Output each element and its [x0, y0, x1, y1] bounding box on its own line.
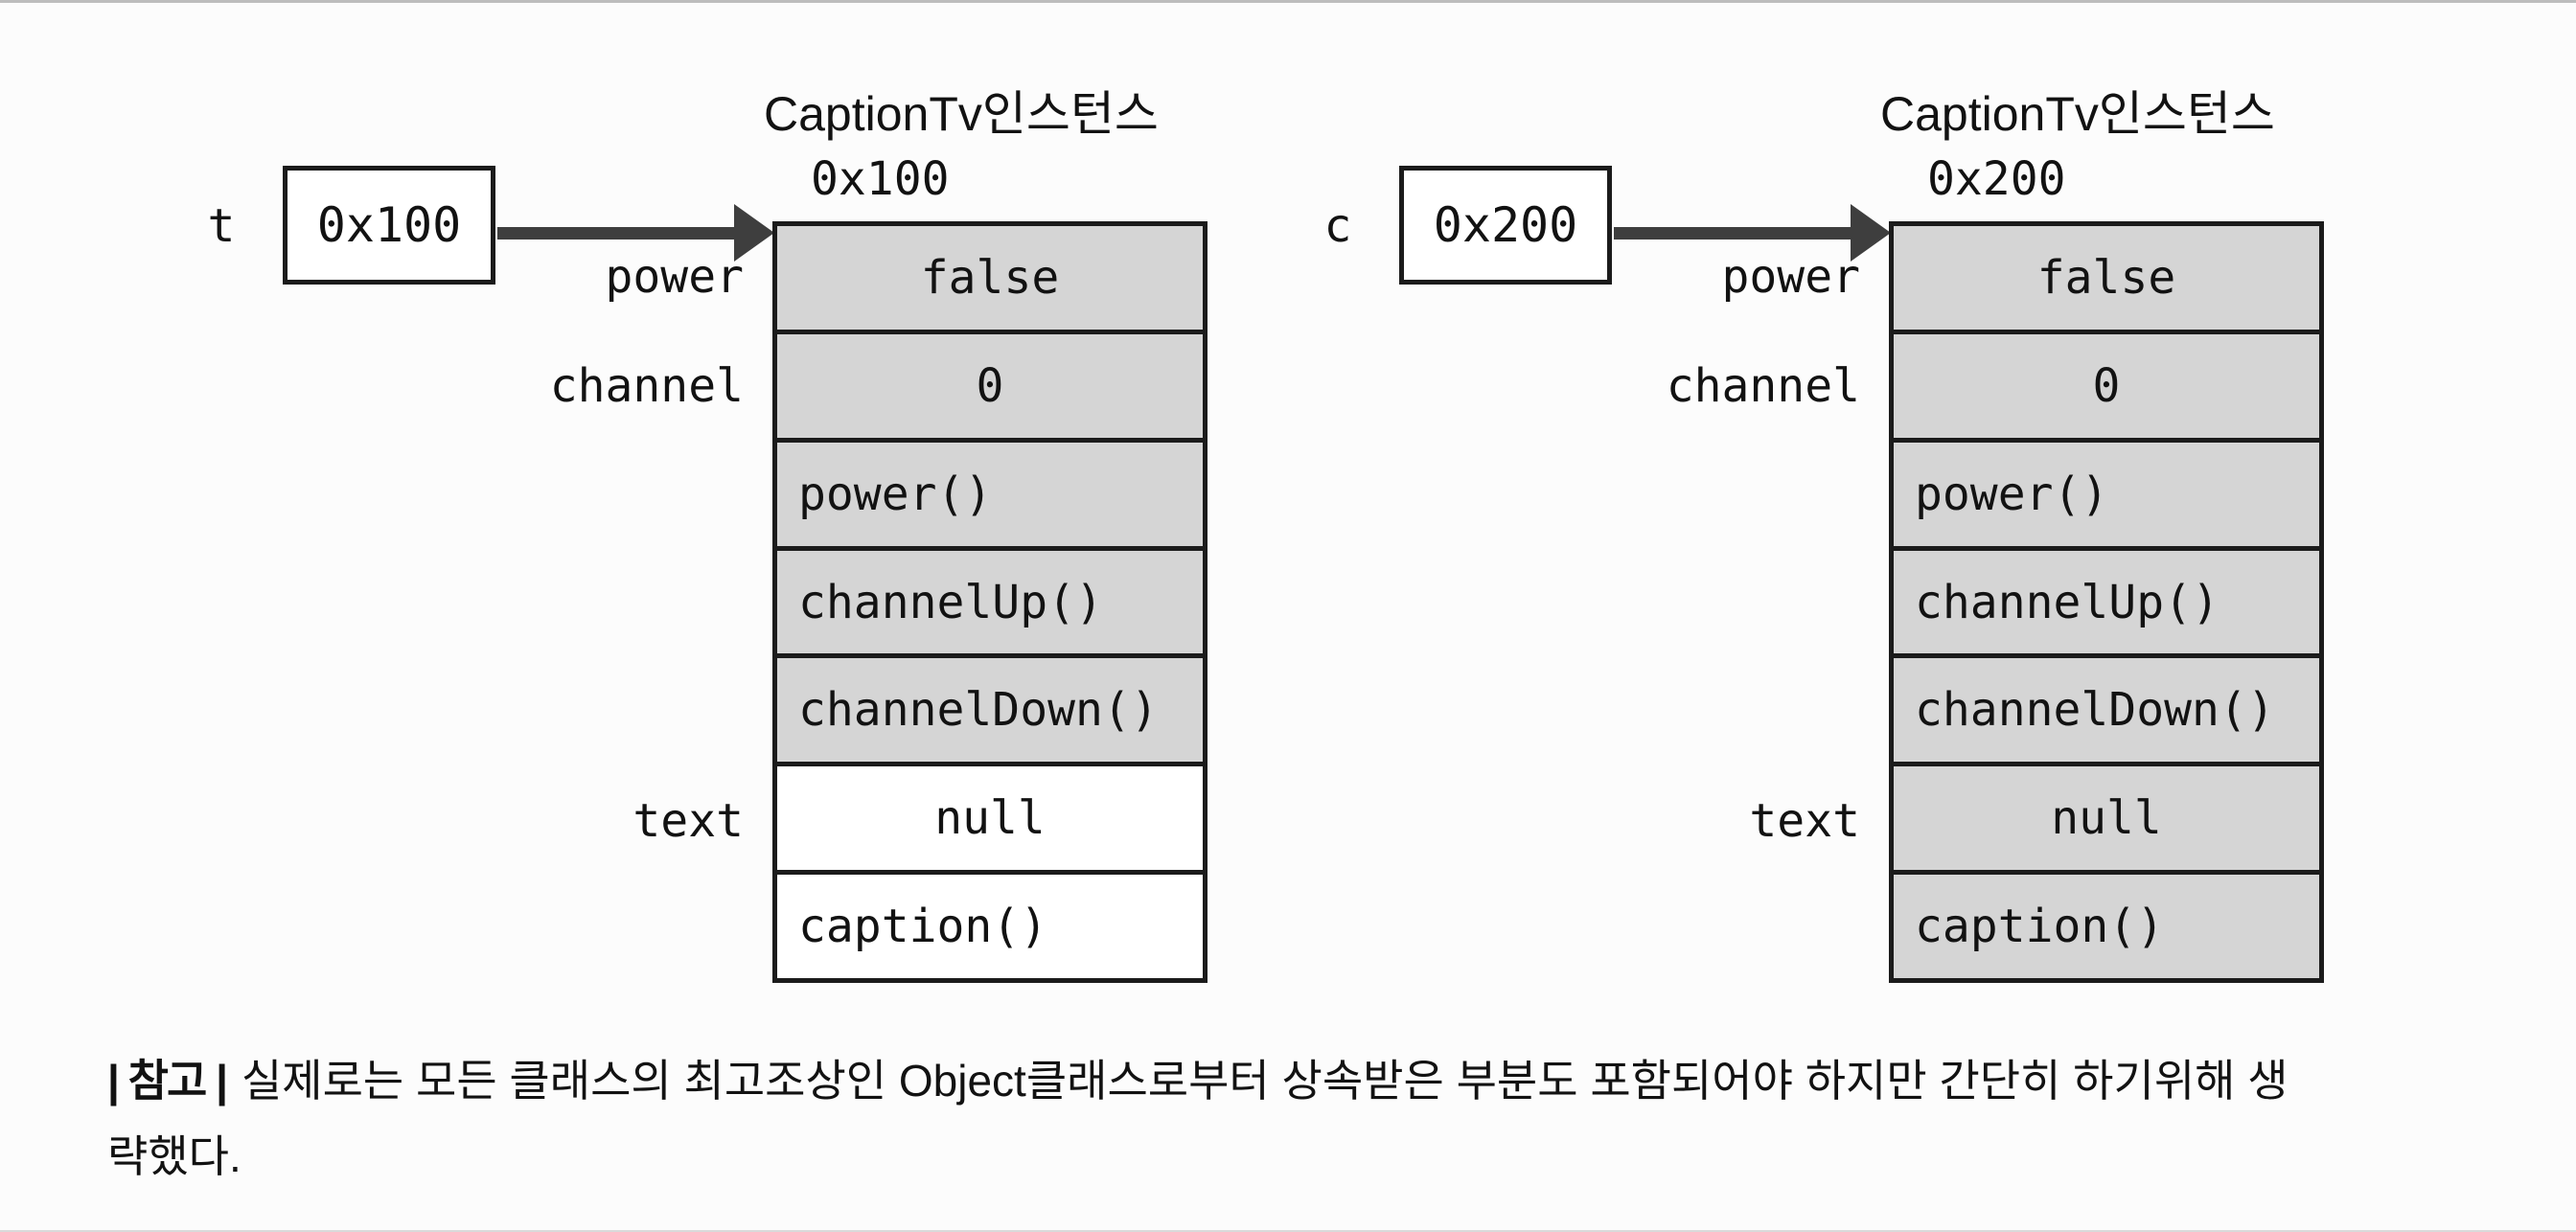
reference-arrow-head-icon — [1851, 204, 1891, 262]
diagram-instance-c: c 0x200 CaptionTv인스턴스 0x200 power channe… — [1116, 3, 2576, 1038]
table-row: false — [777, 226, 1203, 330]
field-label-power: power — [1721, 250, 1861, 304]
table-row: channelDown() — [777, 653, 1203, 763]
field-label-power: power — [605, 250, 745, 304]
table-row: caption() — [1894, 870, 2319, 979]
field-label-channel: channel — [1666, 359, 1860, 413]
note-line-2: 략했다. — [107, 1131, 242, 1181]
field-label-text: text — [1749, 794, 1860, 848]
memory-table: false 0 power() channelUp() channelDown(… — [1889, 221, 2324, 983]
reference-value: 0x200 — [1433, 197, 1578, 253]
table-row: power() — [1894, 437, 2319, 546]
reference-variable-box: 0x200 — [1399, 166, 1612, 285]
table-row: channelDown() — [1894, 653, 2319, 763]
table-row: null — [1894, 762, 2319, 871]
table-row: 0 — [1894, 329, 2319, 438]
reference-variable-box: 0x100 — [283, 166, 495, 285]
note-line-1: | 참고 | 실제로는 모든 클래스의 최고조상인 Object클래스로부터 상속… — [107, 1043, 2503, 1119]
field-label-channel: channel — [549, 359, 744, 413]
instance-title: CaptionTv인스턴스 — [1880, 87, 2275, 141]
table-row: power() — [777, 437, 1203, 546]
table-row: 0 — [777, 329, 1203, 438]
reference-arrow-shaft — [497, 227, 737, 240]
table-row: false — [1894, 226, 2319, 330]
reference-note: | 참고 | 실제로는 모든 클래스의 최고조상인 Object클래스로부터 상속… — [107, 1043, 2503, 1195]
note-text-1: 실제로는 모든 클래스의 최고조상인 Object클래스로부터 상속받은 부분도… — [241, 1056, 2288, 1106]
instance-address: 0x200 — [1927, 152, 2066, 206]
field-label-text: text — [632, 794, 744, 848]
variable-name-label: t — [207, 199, 236, 253]
table-row: null — [777, 762, 1203, 871]
reference-arrow-head-icon — [734, 204, 774, 262]
instance-address: 0x100 — [811, 152, 950, 206]
reference-arrow-shaft — [1614, 227, 1853, 240]
table-row: caption() — [777, 870, 1203, 979]
variable-name-label: c — [1323, 199, 1352, 253]
memory-table: false 0 power() channelUp() channelDown(… — [772, 221, 1208, 983]
reference-value: 0x100 — [316, 197, 462, 253]
instance-title: CaptionTv인스턴스 — [764, 87, 1159, 141]
table-row: channelUp() — [777, 545, 1203, 654]
table-row: channelUp() — [1894, 545, 2319, 654]
diagram-instance-t: t 0x100 CaptionTv인스턴스 0x100 power channe… — [0, 3, 1460, 1038]
note-marker: | 참고 | — [107, 1056, 228, 1106]
